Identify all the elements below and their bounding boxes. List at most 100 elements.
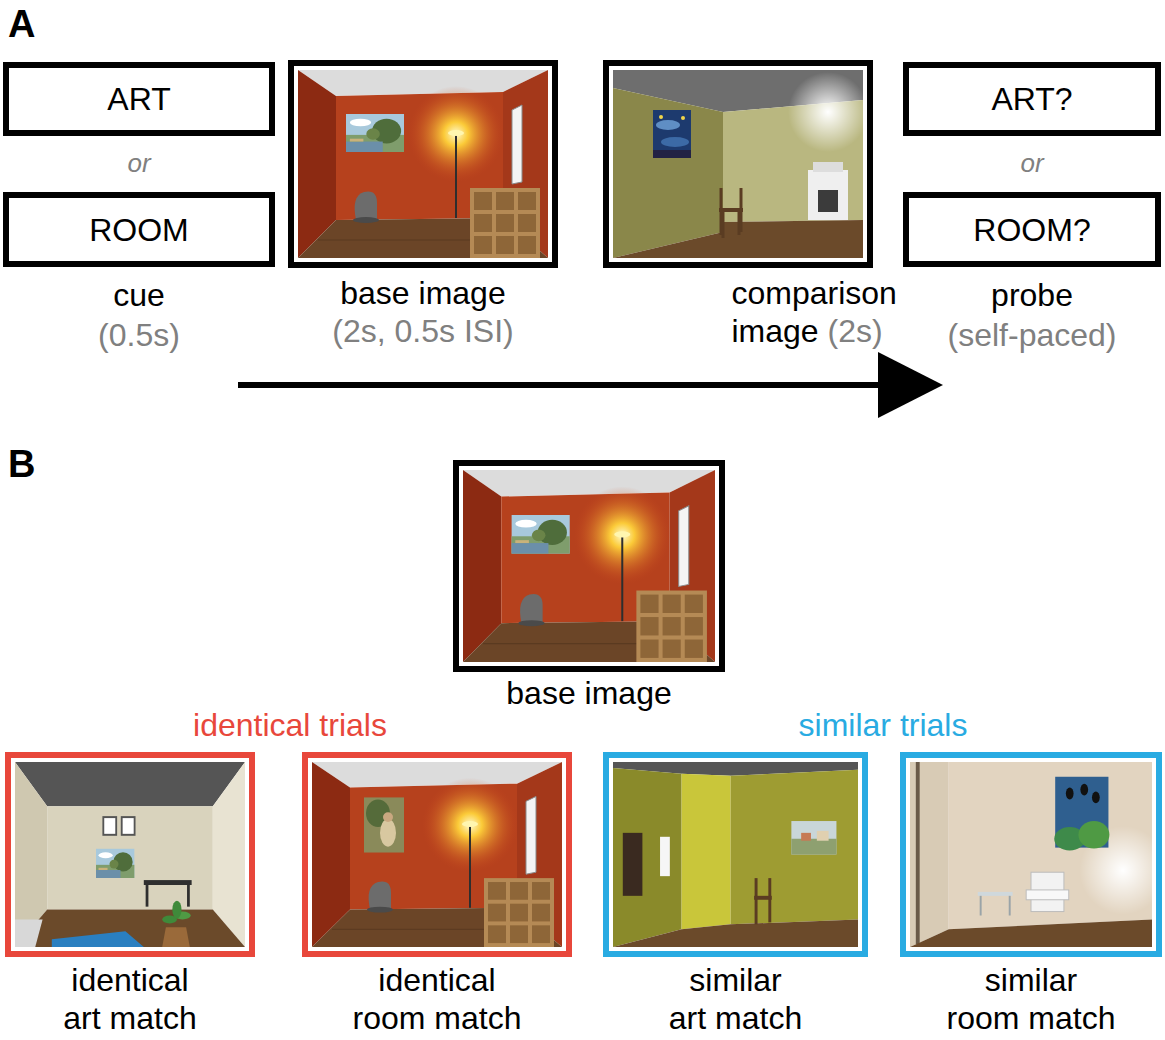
room-illustration [613,70,868,258]
room-illustration [187,885,190,907]
caption-text: (2s) [828,313,883,349]
room-illustration [1066,788,1074,800]
room-illustration [15,919,43,947]
caption-text: similar art match [669,962,802,1036]
room-illustration [1080,784,1088,796]
stage-name: probe [991,276,1073,314]
room-illustration [660,837,670,876]
room-illustration [122,817,135,835]
room-illustration [613,88,723,258]
panel-letter: A [8,2,35,46]
room-illustration [52,931,144,947]
room-illustration [623,833,643,896]
probe-box: ART? [903,62,1161,136]
image-frame: base image(2s, 0.5s ISI) [288,60,558,268]
caption-block: similar room match [946,961,1117,1037]
room-illustration [653,150,691,158]
room-illustration [146,885,149,907]
room-illustration [788,72,868,152]
room-illustration [813,162,843,172]
room-illustration [172,901,181,919]
caption-block: base image [506,674,671,712]
room-illustration [15,910,245,947]
room-illustration [463,470,715,662]
or-word: or [1020,146,1043,180]
box-text: ART [107,80,170,118]
room-illustration [808,170,848,220]
box-text: ART? [991,80,1072,118]
room-illustration [312,762,562,947]
duration-text: (self-paced) [948,316,1117,354]
room-illustration [818,190,838,212]
caption-text: (2s, 0.5s ISI) [332,312,513,350]
room-illustration [383,812,393,822]
room-illustration [1078,821,1109,849]
time-arrow [238,382,884,388]
room-illustration [312,762,562,947]
room-illustration [801,833,811,841]
room-illustration [613,768,682,947]
room-illustration [1009,896,1011,916]
room-illustration [613,919,858,947]
room-illustration [144,880,192,885]
room-illustration [653,110,691,158]
room-illustration [96,849,135,879]
caption-block: identical room match [352,961,523,1037]
room-illustration [380,819,396,847]
room-illustration [1092,792,1100,804]
caption-text: similar room match [947,962,1116,1036]
room-illustration [511,515,569,554]
room-illustration [910,762,949,947]
box-text: ROOM [89,211,189,249]
room-illustration [980,896,982,916]
trial-type-heading: similar trials [799,706,968,744]
caption-block: base image(2s, 0.5s ISI) [332,274,513,350]
room-illustration [346,114,404,152]
room-illustration [731,770,858,924]
room-illustration [791,821,836,854]
room-illustration [738,210,741,235]
room-illustration [364,797,404,852]
image-frame: base image [453,460,725,672]
image-frame: identical room match [302,752,572,957]
room-illustration [47,806,213,909]
duration-text: (0.5s) [98,316,180,354]
caption-block: identical art match [62,961,198,1037]
room-illustration [1026,890,1069,900]
room-illustration [162,927,190,947]
room-illustration [656,120,680,130]
room-illustration [791,839,836,855]
caption-text: identical room match [353,962,522,1036]
caption-text: base image [332,274,513,312]
box-text: ROOM? [973,211,1090,249]
room-illustration [682,774,731,929]
image-frame: similar art match [603,752,868,957]
room-illustration [463,470,715,662]
room-illustration [754,896,772,900]
room-illustration [722,210,725,238]
room-illustration [298,70,548,258]
time-arrow [878,352,943,418]
room-illustration [15,762,245,947]
room-illustration [298,70,548,258]
caption-text: identical art match [63,962,196,1036]
panel-letter: B [8,442,35,486]
room-illustration [613,762,858,947]
room-illustration [661,137,689,147]
cue-box: ROOM [3,192,275,267]
cue-box: ART [3,62,275,136]
caption-text: base image [506,675,671,711]
image-frame: similar room match [900,752,1162,957]
stage-name: cue [113,276,165,314]
trial-type-heading: identical trials [193,706,387,744]
time-arrow [238,352,943,418]
room-illustration [15,762,245,806]
image-frame: comparison image(2s) [603,60,873,268]
room-illustration [978,892,1013,896]
room-illustration [910,919,1152,947]
image-frame: identical art match [5,752,255,957]
room-illustration [768,878,771,922]
